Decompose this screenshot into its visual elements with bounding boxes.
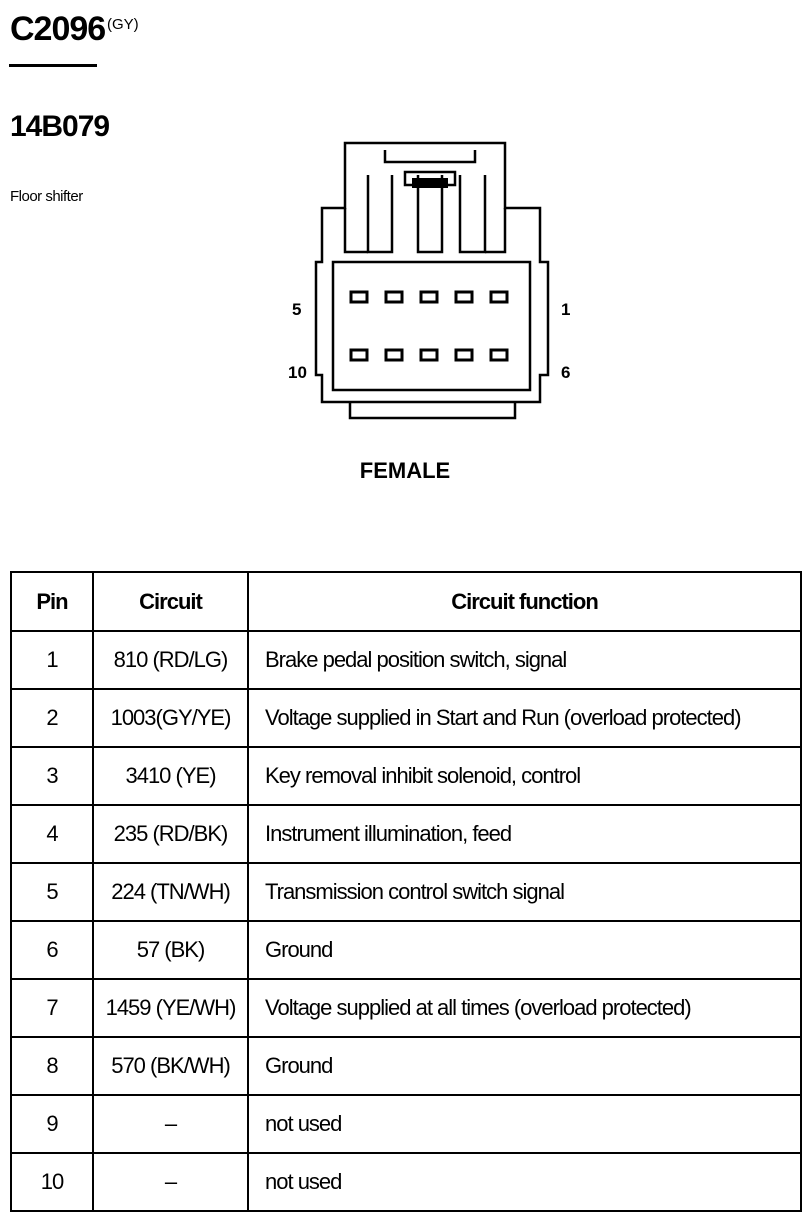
function-cell: Voltage supplied at all times (overload … [247, 978, 802, 1038]
circuit-cell: 3410 (YE) [92, 746, 249, 806]
housing-base [348, 402, 517, 420]
pin-cavity [384, 290, 404, 304]
function-cell: not used [247, 1094, 802, 1154]
table-row: 10 – not used [10, 1152, 802, 1212]
header-circuit-function: Circuit function [247, 571, 802, 632]
table-row: 1 810 (RD/LG) Brake pedal position switc… [10, 630, 802, 690]
header-circuit: Circuit [92, 571, 249, 632]
latch-tab [416, 175, 444, 254]
function-cell: Voltage supplied in Start and Run (overl… [247, 688, 802, 748]
circuit-cell: 235 (RD/BK) [92, 804, 249, 864]
latch-ridge [383, 150, 477, 164]
pin-cell: 10 [10, 1152, 94, 1212]
function-cell: Ground [247, 920, 802, 980]
pin-cell: 2 [10, 688, 94, 748]
pin-cell: 4 [10, 804, 94, 864]
table-row: 5 224 (TN/WH) Transmission control switc… [10, 862, 802, 922]
function-cell: Ground [247, 1036, 802, 1096]
pin-cell: 8 [10, 1036, 94, 1096]
component-name: Floor shifter [10, 188, 83, 205]
latch-rib-right [458, 175, 487, 254]
pin-cavity [454, 290, 474, 304]
function-cell: Brake pedal position switch, signal [247, 630, 802, 690]
pin-label-top-left: 5 [292, 300, 301, 319]
function-cell: Instrument illumination, feed [247, 804, 802, 864]
title-underline [9, 64, 97, 67]
header-pin: Pin [10, 571, 94, 632]
connector-housing [314, 141, 550, 404]
table-row: 7 1459 (YE/WH) Voltage supplied at all t… [10, 978, 802, 1038]
pin-cavity [489, 348, 509, 362]
latch-lock-block [412, 178, 448, 188]
pin-label-bottom-right: 6 [561, 363, 570, 382]
connector-id: C2096 [10, 10, 106, 48]
pin-label-bottom-left: 10 [288, 363, 307, 382]
pin-cell: 9 [10, 1094, 94, 1154]
pin-cavity [454, 348, 474, 362]
circuit-cell: 1003(GY/YE) [92, 688, 249, 748]
pin-cavity [489, 290, 509, 304]
table-row: 6 57 (BK) Ground [10, 920, 802, 980]
pin-cavity [419, 348, 439, 362]
table-header-row: Pin Circuit Circuit function [10, 571, 802, 632]
circuit-cell: 57 (BK) [92, 920, 249, 980]
circuit-cell: – [92, 1152, 249, 1212]
function-cell: not used [247, 1152, 802, 1212]
circuit-cell: 570 (BK/WH) [92, 1036, 249, 1096]
table-row: 3 3410 (YE) Key removal inhibit solenoid… [10, 746, 802, 806]
part-number: 14B079 [10, 110, 110, 143]
pin-face [331, 260, 532, 392]
pin-cavity [349, 290, 369, 304]
pin-cell: 5 [10, 862, 94, 922]
pin-cavity [384, 348, 404, 362]
pin-cell: 3 [10, 746, 94, 806]
connector-face-diagram: 5 1 10 6 [288, 141, 570, 420]
pin-cavity [419, 290, 439, 304]
pin-cell: 1 [10, 630, 94, 690]
pin-cavity [349, 348, 369, 362]
function-cell: Transmission control switch signal [247, 862, 802, 922]
pin-cell: 7 [10, 978, 94, 1038]
circuit-cell: – [92, 1094, 249, 1154]
function-cell: Key removal inhibit solenoid, control [247, 746, 802, 806]
circuit-cell: 1459 (YE/WH) [92, 978, 249, 1038]
pinout-table: Pin Circuit Circuit function 1 810 (RD/L… [10, 571, 802, 1212]
table-row: 9 – not used [10, 1094, 802, 1154]
table-row: 4 235 (RD/BK) Instrument illumination, f… [10, 804, 802, 864]
connector-color: (GY) [107, 16, 139, 33]
connector-gender-label: FEMALE [359, 458, 451, 483]
table-row: 2 1003(GY/YE) Voltage supplied in Start … [10, 688, 802, 748]
circuit-cell: 224 (TN/WH) [92, 862, 249, 922]
table-row: 8 570 (BK/WH) Ground [10, 1036, 802, 1096]
latch-rib-left [366, 175, 394, 254]
circuit-cell: 810 (RD/LG) [92, 630, 249, 690]
pin-label-top-right: 1 [561, 300, 570, 319]
pin-cell: 6 [10, 920, 94, 980]
